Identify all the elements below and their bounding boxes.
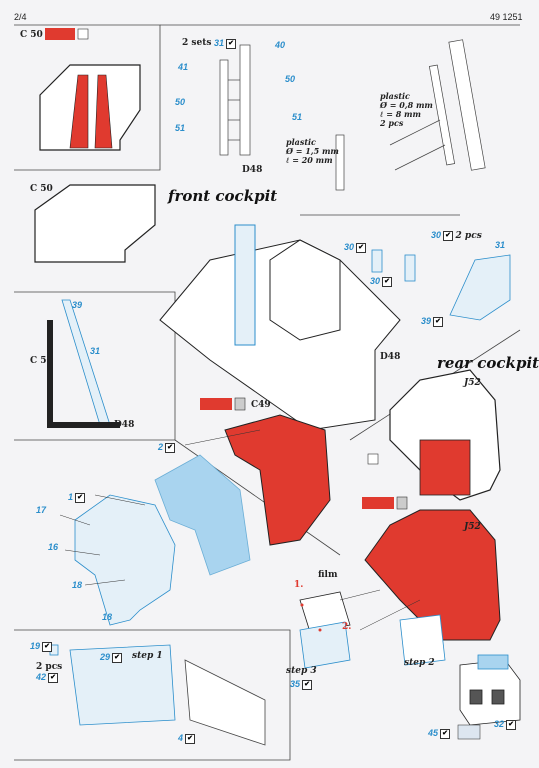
- instrument-panel-assembled: [74, 494, 176, 626]
- sets-label: 2 sets: [182, 38, 212, 48]
- plastic-note-1: plastic Ø = 1,5 mm ℓ = 20 mm: [286, 137, 339, 165]
- page-number: 2/4: [14, 12, 27, 22]
- bt-part-42: 42✔: [36, 672, 59, 683]
- part-40-label: 40: [275, 40, 286, 50]
- bottom-panels: [49, 644, 266, 746]
- panel-top-left-border: [14, 24, 161, 171]
- rear-j52-ref2: J52: [464, 522, 481, 532]
- part-45: [457, 724, 481, 740]
- blue-film-part: [154, 454, 251, 576]
- fc-part-30c: 30✔: [370, 276, 393, 287]
- fc-part-30b: 30✔ 2 pcs: [431, 230, 482, 241]
- step-1-marker: 1.: [294, 580, 304, 590]
- rear-j52-ref: J52: [464, 378, 481, 388]
- front-cockpit-title: front cockpit: [168, 187, 278, 205]
- film-frame: [299, 591, 351, 669]
- step2-box: [399, 614, 446, 666]
- box-part-32: [459, 654, 521, 726]
- c50-ref: C 50: [20, 30, 43, 40]
- step-2-marker: 2.: [342, 622, 352, 632]
- rc-part-18b: 18: [102, 612, 113, 622]
- bt-part-45: 45✔: [428, 728, 451, 739]
- bt-part-4: 4✔: [178, 733, 196, 744]
- c50-panel-part: [39, 64, 141, 151]
- rc-part-1: 1✔: [68, 492, 86, 503]
- front-c50-part: [34, 184, 156, 263]
- rc-part-17: 17: [36, 505, 47, 515]
- rc-part-18a: 18: [72, 580, 83, 590]
- part-50b-label: 50: [175, 97, 186, 107]
- bt-pcs: 2 pcs: [36, 662, 63, 672]
- panel-mid-left-border: [14, 291, 176, 441]
- rear-cockpit-title: rear cockpit: [437, 354, 539, 372]
- film-label: film: [318, 570, 338, 580]
- part-41-label: 41: [178, 62, 189, 72]
- fc-part-31: 31: [495, 240, 506, 250]
- ladder-part: [219, 44, 345, 191]
- fc-part-30a: 30✔: [344, 242, 367, 253]
- inset-part-39: 39: [72, 300, 83, 310]
- inset-d48-ref: D48: [114, 420, 135, 430]
- c49-red-panel: [224, 414, 331, 546]
- part-50-label: 50: [285, 74, 296, 84]
- instruction-code: 49 1251: [490, 12, 523, 22]
- step-1-label: step 1: [132, 651, 163, 661]
- inset-ladder: [47, 299, 120, 428]
- rear-panel-top: [389, 369, 501, 501]
- part-51-label: 51: [175, 123, 186, 133]
- rc-part-35: 35✔: [290, 679, 313, 690]
- part-51b-label: 51: [292, 112, 303, 122]
- front-d48-ref: D48: [380, 352, 401, 362]
- part-31-label: 31✔: [214, 38, 237, 49]
- inset-part-31: 31: [90, 346, 101, 356]
- rc-part-2: 2✔: [158, 442, 176, 453]
- front-c50-ref: C 50: [30, 184, 53, 194]
- plastic-note-2: plastic Ø = 0,8 mm ℓ = 8 mm 2 pcs: [380, 91, 433, 128]
- ladder-part-right: [389, 39, 486, 171]
- d48-ref: D48: [242, 165, 263, 175]
- front-cockpit-tub: [159, 224, 401, 431]
- rc-part-16: 16: [48, 542, 59, 552]
- front-right-parts: [371, 249, 511, 321]
- bt-part-29: 29✔: [100, 652, 123, 663]
- inset-c50-ref: C 50: [30, 356, 53, 366]
- red-swatch: [45, 28, 75, 40]
- bt-part-32: 32✔: [494, 719, 517, 730]
- step-2-label: step 2: [404, 658, 435, 668]
- bt-part-19: 19✔: [30, 641, 53, 652]
- step-3-label: step 3: [286, 666, 317, 676]
- fc-part-39: 39✔: [421, 316, 444, 327]
- c49-ref: C49: [251, 400, 271, 410]
